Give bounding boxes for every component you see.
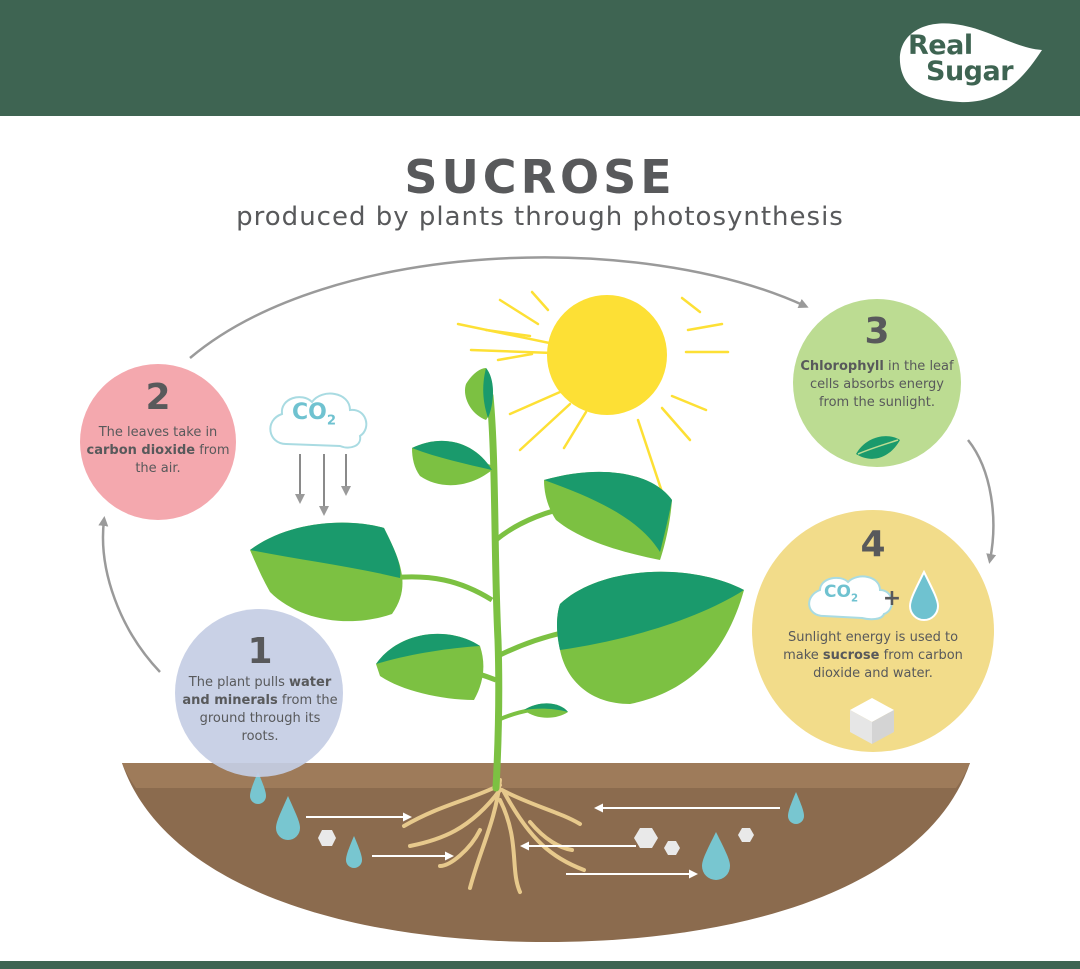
page-title: SUCROSE [404,150,676,204]
step-2-circle [80,364,236,520]
step-1-number: 1 [247,631,273,672]
step-3-number: 3 [864,311,890,352]
mineral-hexagon-icon [318,830,336,846]
minerals [318,828,754,855]
co2-cloud-icon [269,392,368,449]
step-2-text: The leaves take in carbon dioxide from t… [86,425,230,476]
soil-arrows [306,803,780,879]
step4-co2-label: CO2 [824,582,858,604]
step4-co2-cloud-icon [808,575,893,621]
mineral-hexagon-icon [738,828,754,842]
mineral-hexagon-icon [634,828,658,848]
co2-down-arrows [295,454,351,516]
logo-text-sugar: Sugar [926,56,1014,87]
sugar-cube-icon [850,698,894,744]
logo-text-real: Real [908,30,973,61]
water-drop-icon [276,796,300,840]
step-2-number: 2 [145,377,171,418]
step-4: 4 Sunlight energy is used to make sucros… [773,525,973,683]
step-1: 1 The plant pulls water and minerals fro… [180,632,340,746]
step-4-number: 4 [860,524,886,565]
step-3: 3 Chlorophyll in the leaf cells absorbs … [800,312,954,412]
co2-text: CO [824,582,851,602]
water-drop-icon [702,832,730,880]
co2-subscript: 2 [850,593,859,605]
water-drop-icon [346,836,362,868]
plant [250,368,744,792]
chlorophyll-leaf-icon [856,436,900,459]
step-2: 2 The leaves take in carbon dioxide from… [80,378,236,478]
footer-bar [0,961,1080,969]
co2-subscript: 2 [326,413,337,429]
water-drop-icon [250,772,266,804]
sun-icon [456,290,730,512]
step-3-circle [793,299,961,467]
mineral-hexagon-icon [664,841,680,855]
soil [122,763,970,942]
step-4-text: Sunlight energy is used to make sucrose … [783,630,963,681]
leaf-logo-icon [899,23,1042,103]
arrow-2-to-3 [189,256,809,359]
roots [402,778,586,894]
water-drop-icon [788,792,804,824]
cycle-arrows [98,256,997,673]
real-sugar-logo[interactable]: Real Sugar [896,18,1046,104]
water-drops [250,772,804,880]
step-3-text: Chlorophyll in the leaf cells absorbs en… [800,359,954,410]
arrow-3-to-4 [967,439,997,564]
plus-sign: + [882,586,902,611]
arrow-1-to-2 [98,516,161,673]
step-1-text: The plant pulls water and minerals from … [182,675,338,744]
page-subtitle: produced by plants through photosynthesi… [236,202,844,232]
step-4-circle [752,510,994,752]
step-1-circle [175,609,343,777]
co2-label: CO2 [292,400,336,428]
step4-water-drop-icon [908,569,940,621]
co2-text: CO [292,400,327,425]
